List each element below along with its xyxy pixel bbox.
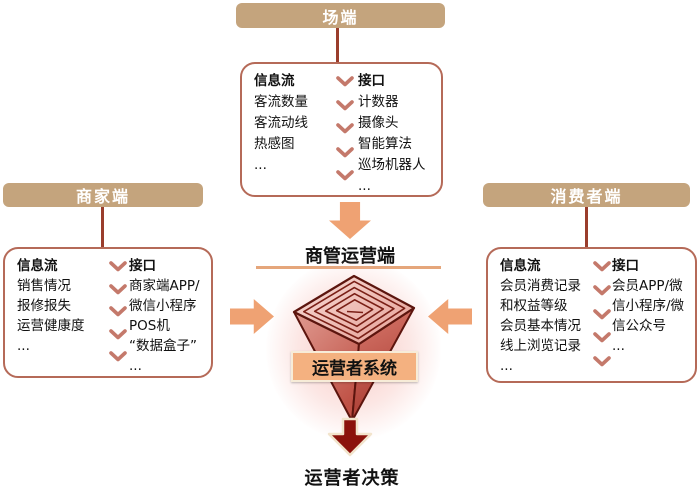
venue-info-column: 信息流 客流数量客流动线热感图...	[254, 71, 332, 189]
consumer-info-items: 会员消费记录和权益等级会员基本情况线上浏览记录...	[500, 276, 592, 376]
interface-label: 接口	[129, 258, 156, 274]
info-flow-label: 信息流	[500, 258, 541, 274]
venue-connector-line	[336, 28, 339, 64]
operator-system-badge: 运营者系统	[291, 351, 418, 382]
chevron-down-icon	[336, 170, 354, 181]
merchant-header: 商家端	[3, 183, 203, 207]
list-item: POS机	[129, 318, 170, 334]
list-item: ...	[500, 358, 513, 374]
chevron-down-icon	[109, 283, 127, 294]
list-item: 会员消费记录	[500, 278, 581, 294]
venue-interface-column: 接口 计数器摄像头智能算法巡场机器人...	[358, 71, 433, 194]
chevron-down-icon	[593, 308, 611, 319]
merchant-panel: 信息流 销售情况报修报失运营健康度... 接口 商家端APP/微信小程序 POS机…	[3, 247, 213, 378]
info-flow-label: 信息流	[17, 258, 58, 274]
info-flow-label: 信息流	[254, 73, 295, 89]
list-item: 智能算法	[358, 136, 412, 152]
chevron-down-icon	[336, 123, 354, 134]
consumer-panel: 信息流 会员消费记录和权益等级会员基本情况线上浏览记录... 接口 会员APP/…	[486, 247, 697, 383]
list-item: 和权益等级	[500, 298, 568, 314]
funnel-pyramid-icon	[292, 274, 416, 422]
chevron-down-icon	[109, 328, 127, 339]
list-item: 摄像头	[358, 115, 399, 131]
list-item: ...	[358, 178, 371, 194]
merchant-title: 商家端	[75, 187, 130, 206]
chevron-down-icon	[593, 332, 611, 343]
list-item: 信公众号	[612, 318, 666, 334]
chevron-down-icon	[336, 146, 354, 157]
interface-label: 接口	[358, 73, 385, 89]
list-item: 运营健康度	[17, 318, 85, 334]
consumer-interface-items: 会员APP/微信小程序/微信公众号...	[612, 276, 687, 356]
operator-decision-label: 运营者决策	[304, 468, 400, 489]
venue-panel: 信息流 客流数量客流动线热感图... 接口 计数器摄像头智能算法巡场机器人...	[240, 62, 443, 197]
list-item: 信小程序/微	[612, 298, 685, 314]
list-item: ...	[612, 338, 625, 354]
list-item: ...	[17, 338, 30, 354]
list-item: 客流数量	[254, 94, 308, 110]
list-item: 热感图	[254, 136, 295, 152]
list-item: 报修报失	[17, 298, 71, 314]
list-item: ...	[129, 358, 142, 374]
venue-header: 场端	[236, 3, 445, 28]
chevron-down-icon	[109, 351, 127, 362]
chevron-down-icon	[109, 306, 127, 317]
list-item: 计数器	[358, 94, 399, 110]
dark-down-arrow-icon	[327, 417, 373, 457]
list-item: 客流动线	[254, 115, 308, 131]
consumer-title: 消费者端	[550, 187, 623, 206]
venue-info-items: 客流数量客流动线热感图...	[254, 92, 332, 176]
consumer-header: 消费者端	[483, 183, 690, 207]
venue-title: 场端	[322, 7, 359, 27]
list-item: 商家端APP/	[129, 278, 200, 294]
consumer-info-column: 信息流 会员消费记录和权益等级会员基本情况线上浏览记录...	[500, 256, 592, 375]
chevron-down-icon	[593, 284, 611, 296]
list-item: “数据盒子”	[129, 338, 197, 354]
list-item: ...	[254, 157, 267, 173]
list-item: 销售情况	[17, 278, 71, 294]
consumer-connector-line	[585, 207, 588, 247]
merchant-interface-items: 商家端APP/微信小程序 POS机 “数据盒子”...	[129, 276, 203, 376]
merchant-info-items: 销售情况报修报失运营健康度...	[17, 276, 107, 356]
merchant-chevron-column	[107, 256, 129, 370]
interface-label: 接口	[612, 258, 639, 274]
list-item: 会员基本情况	[500, 318, 581, 334]
merchant-interface-column: 接口 商家端APP/微信小程序 POS机 “数据盒子”...	[129, 256, 203, 374]
down-arrow-icon	[329, 202, 371, 239]
venue-interface-items: 计数器摄像头智能算法巡场机器人...	[358, 92, 433, 197]
venue-chevron-column	[332, 71, 358, 189]
chevron-down-icon	[593, 261, 611, 272]
operator-system-label: 运营者系统	[312, 359, 397, 379]
merchant-connector-line	[101, 207, 104, 247]
chevron-down-icon	[593, 356, 611, 367]
consumer-chevron-column	[592, 256, 612, 375]
chevron-down-icon	[336, 99, 354, 110]
list-item: 会员APP/微	[612, 278, 683, 294]
list-item: 巡场机器人	[358, 157, 426, 173]
list-item: 微信小程序	[129, 298, 197, 314]
list-item: 线上浏览记录	[500, 338, 581, 354]
merchant-info-column: 信息流 销售情况报修报失运营健康度...	[17, 256, 107, 370]
consumer-interface-column: 接口 会员APP/微信小程序/微信公众号...	[612, 256, 687, 375]
chevron-down-icon	[109, 261, 127, 272]
chevron-down-icon	[336, 76, 354, 87]
